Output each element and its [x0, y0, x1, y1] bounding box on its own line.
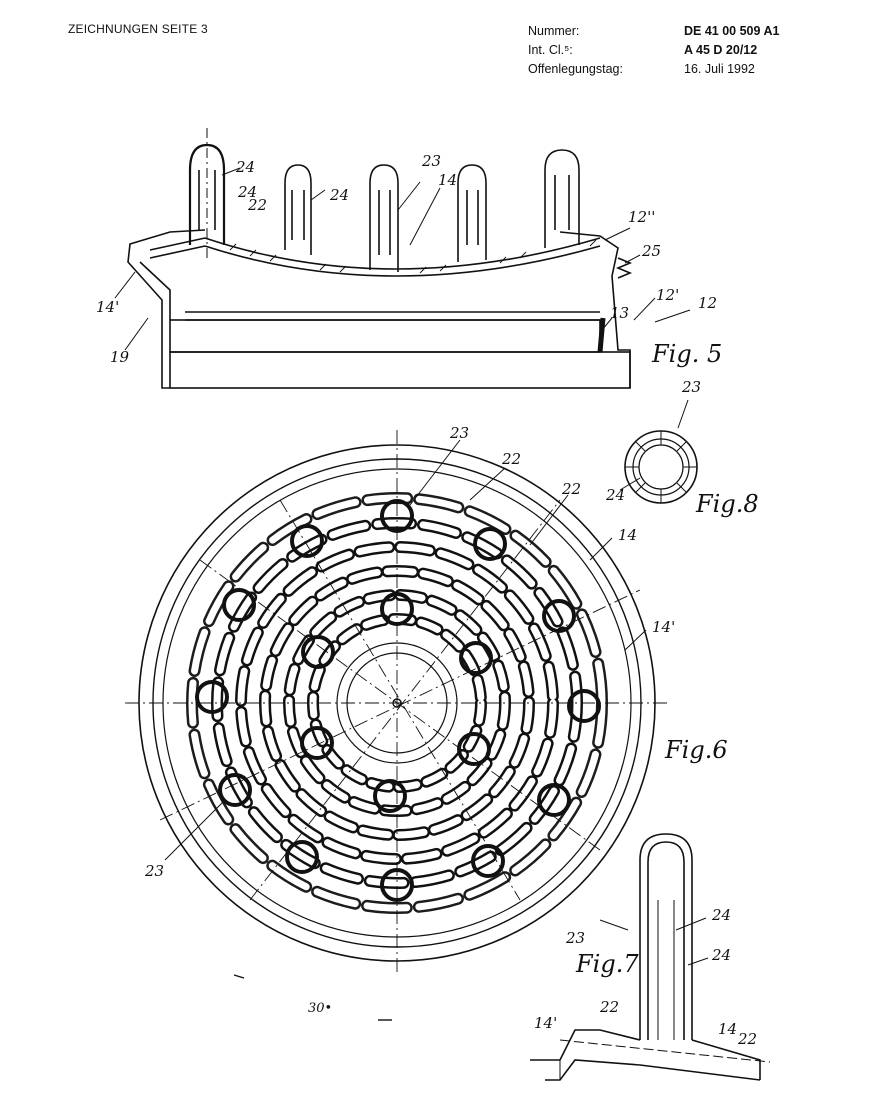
fig7-ref-22b: 22: [737, 1030, 757, 1048]
fig8-caption: Fig.8: [695, 490, 759, 518]
intcl-value: A 45 D 20/12: [684, 43, 758, 57]
fig7-drawing: [530, 833, 771, 1081]
fig5-ref-23: 23: [421, 152, 441, 170]
stray-mark-2: [233, 974, 245, 979]
fig6-ref-22a: 22: [501, 450, 521, 468]
number-label: Nummer:: [528, 24, 580, 38]
date-value: 16. Juli 1992: [684, 62, 755, 76]
fig5-labels: 24 24 24 23 14 22 12'' 25 14' 12' 12 13 …: [96, 152, 722, 368]
fig8-labels: 23 24 Fig.8: [605, 378, 759, 518]
fig7-ref-24b: 24: [711, 946, 731, 964]
fig6-caption: Fig.6: [664, 736, 728, 764]
fig6-ref-23-top: 23: [449, 424, 469, 442]
fig5-drawing: [114, 128, 691, 389]
number-value: DE 41 00 509 A1: [684, 24, 780, 38]
fig5-ref-24a: 24: [235, 158, 255, 176]
fig7-ref-24a: 24: [711, 906, 731, 924]
fig5-ref-12pp: 12'': [628, 208, 655, 226]
sheet-label: ZEICHNUNGEN SEITE 3: [68, 22, 208, 36]
fig5-ref-19: 19: [110, 348, 130, 366]
fig5-ref-14p: 14': [96, 298, 119, 316]
fig5-ref-12p: 12': [656, 286, 679, 304]
fig5-ref-25: 25: [641, 242, 661, 260]
footer-mark: 30•: [308, 1001, 332, 1016]
fig7-labels: 23 24 24 14' 22 14 22 Fig.7: [534, 906, 757, 1048]
fig8-ref-23: 23: [681, 378, 701, 396]
fig5-ref-24b: 24: [237, 183, 257, 201]
fig5-ref-22: 22: [247, 196, 267, 214]
date-label: Offenlegungstag:: [528, 62, 623, 76]
fig7-ref-14p: 14': [534, 1014, 557, 1032]
intcl-label: Int. Cl.⁵:: [528, 43, 573, 57]
fig7-ref-23: 23: [565, 929, 585, 947]
fig5-ref-24c: 24: [329, 186, 349, 204]
fig6-ref-22b: 22: [561, 480, 581, 498]
fig5-ref-12: 12: [698, 294, 717, 312]
fig7-caption: Fig.7: [575, 950, 639, 978]
fig6-labels: 23 22 22 14 14' 23 Fig.6: [144, 424, 728, 880]
fig8-drawing: [619, 399, 698, 504]
fig5-ref-14: 14: [438, 171, 457, 189]
fig5-ref-13: 13: [610, 304, 629, 322]
fig8-ref-24: 24: [605, 486, 625, 504]
fig6-ref-23-bottom: 23: [144, 862, 164, 880]
fig7-ref-14: 14: [718, 1020, 737, 1038]
fig6-ref-14p: 14': [652, 618, 675, 636]
fig6-drawing: [125, 430, 670, 975]
fig7-ref-22a: 22: [599, 998, 619, 1016]
fig6-ref-14: 14: [618, 526, 637, 544]
fig5-caption: Fig. 5: [651, 340, 722, 368]
